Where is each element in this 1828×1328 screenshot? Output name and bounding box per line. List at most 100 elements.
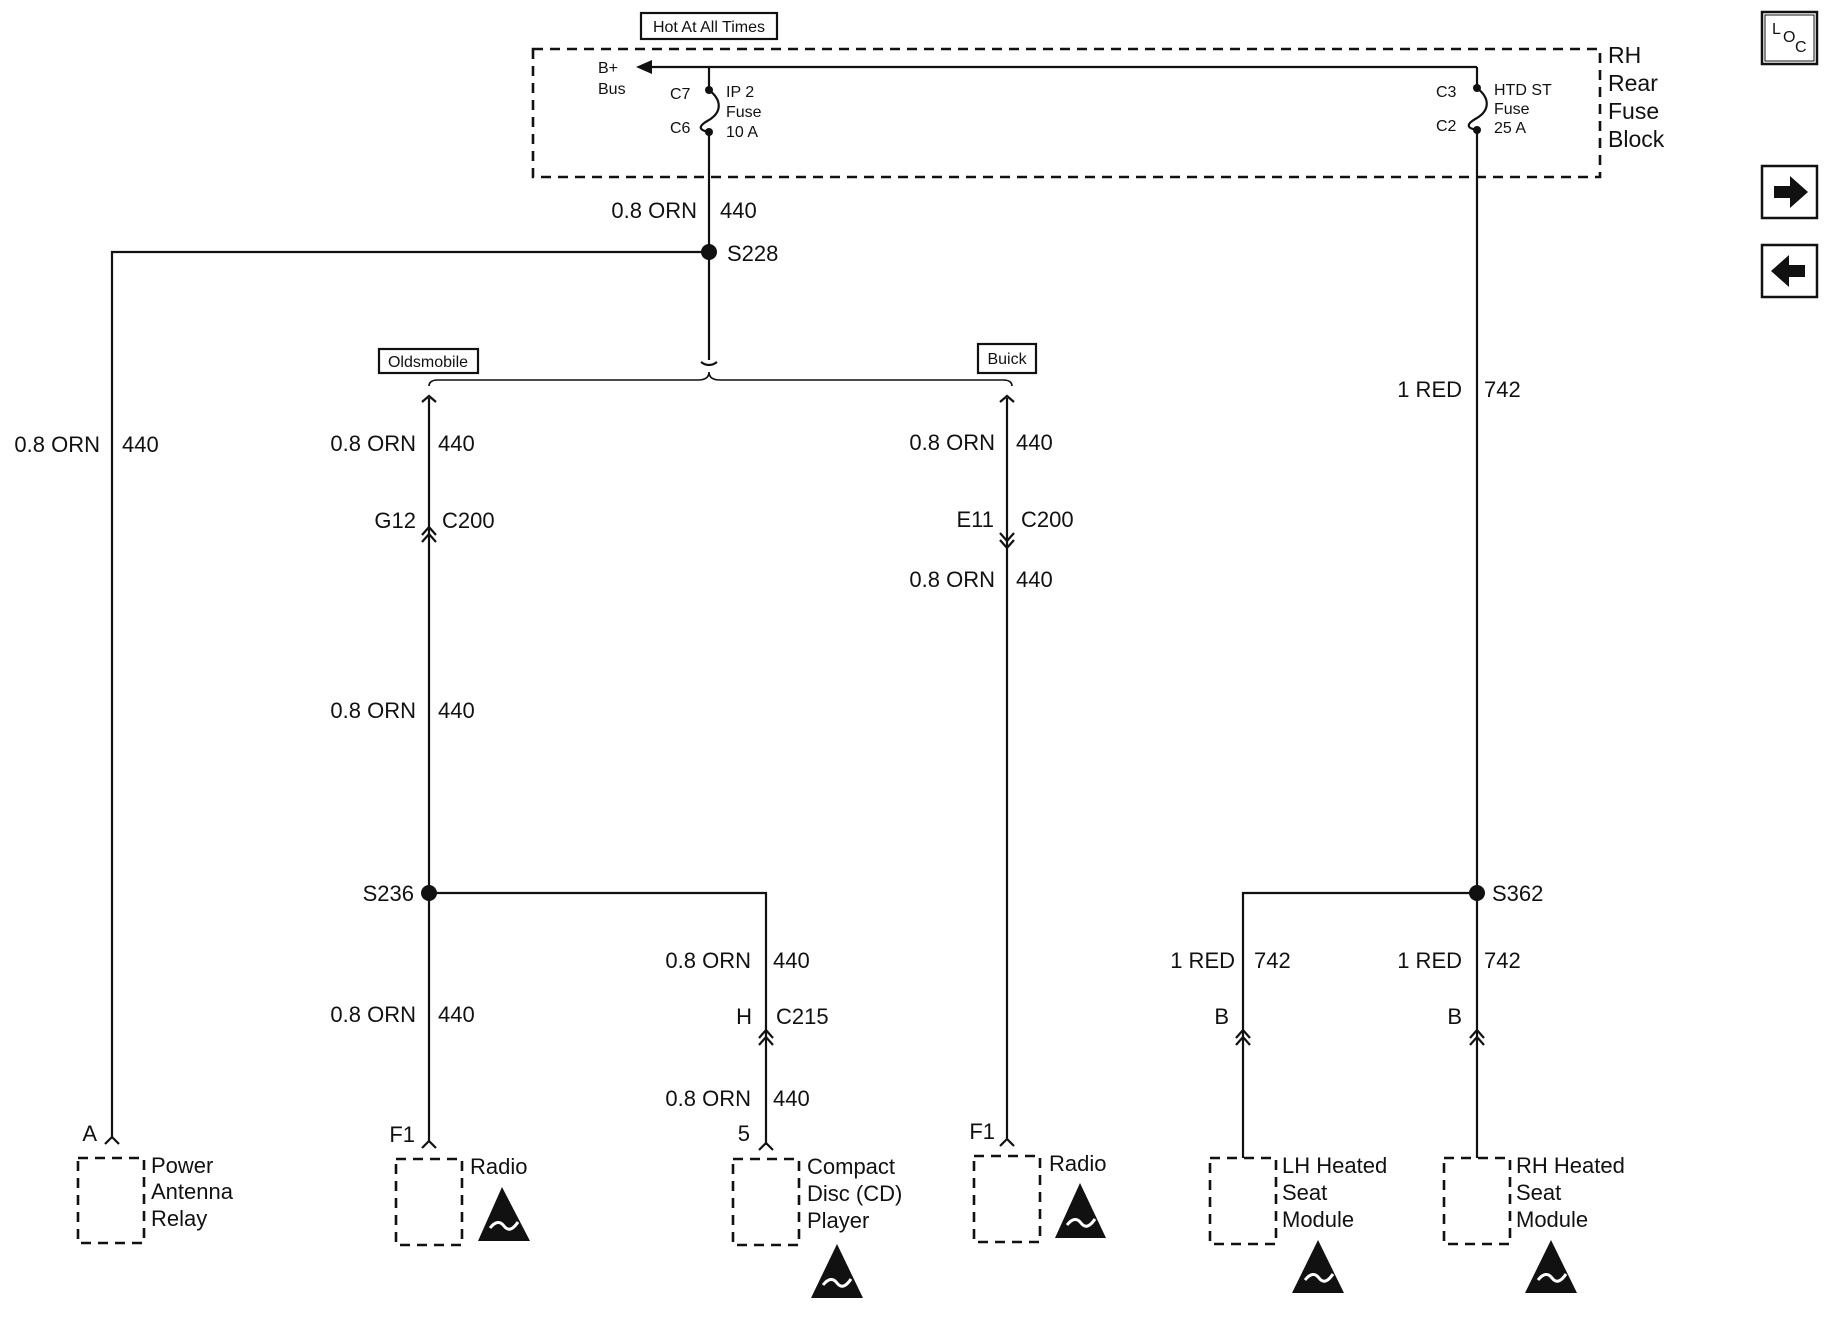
wire-to-lh-seat: [1241, 891, 1477, 1158]
svg-text:C7: C7: [670, 86, 691, 103]
circuit-number-label: 742: [1254, 948, 1291, 973]
esd-warning-icon: [1525, 1240, 1577, 1293]
circuit-number-label: 440: [122, 432, 159, 457]
svg-text:Fuse: Fuse: [1608, 98, 1659, 124]
wire-color-label: 0.8 ORN: [611, 198, 697, 223]
wire-color-label: 0.8 ORN: [909, 567, 995, 592]
circuit-number-label: 440: [1016, 567, 1053, 592]
forward-button[interactable]: [1760, 164, 1819, 220]
svg-text:Player: Player: [807, 1208, 869, 1233]
wire-color-label: 1 RED: [1397, 377, 1462, 402]
wire-color-label: 0.8 ORN: [330, 1002, 416, 1027]
loc-button[interactable]: L O C: [1760, 10, 1819, 66]
option-oldsmobile: Oldsmobile: [377, 347, 480, 375]
option-bracket: [428, 371, 1013, 387]
svg-text:Radio: Radio: [470, 1154, 527, 1179]
fuse-block-outline: [531, 47, 1602, 179]
svg-text:5: 5: [738, 1121, 750, 1146]
option-buick: Buick: [976, 342, 1038, 375]
component-cd-player: 5 Compact Disc (CD) Player: [731, 1121, 902, 1298]
svg-text:Fuse: Fuse: [726, 104, 762, 121]
component-power-antenna-relay: A Power Antenna Relay: [76, 1121, 234, 1245]
svg-text:O: O: [1783, 29, 1795, 46]
svg-text:Disc (CD): Disc (CD): [807, 1181, 902, 1206]
circuit-number-label: 440: [773, 948, 810, 973]
branch-end-cap-icon: [421, 394, 437, 403]
svg-text:B: B: [1214, 1004, 1229, 1029]
option-break-icon: [700, 361, 718, 367]
wire-color-label: 0.8 ORN: [330, 431, 416, 456]
svg-text:C2: C2: [1436, 118, 1457, 135]
component-lh-heated-seat-module: LH Heated Seat Module: [1208, 1153, 1387, 1293]
back-button[interactable]: [1760, 243, 1819, 299]
svg-text:Fuse: Fuse: [1494, 101, 1530, 118]
svg-text:H: H: [736, 1004, 752, 1029]
svg-text:F1: F1: [389, 1122, 415, 1147]
connector-c200-g12: G12 C200: [374, 508, 495, 543]
circuit-number-label: 440: [720, 198, 757, 223]
circuit-number-label: 440: [438, 1002, 475, 1027]
svg-text:B+: B+: [598, 60, 618, 77]
component-radio-buick: F1 Radio: [969, 1119, 1106, 1244]
wire-to-cd-player: [429, 891, 768, 1145]
component-radio-oldsmobile: F1 Radio: [389, 1122, 530, 1247]
wire-color-label: 0.8 ORN: [14, 432, 100, 457]
component-rh-heated-seat-module: RH Heated Seat Module: [1442, 1153, 1625, 1293]
esd-warning-icon: [1055, 1183, 1106, 1238]
svg-text:Rear: Rear: [1608, 70, 1658, 96]
svg-text:B: B: [1447, 1004, 1462, 1029]
svg-text:Block: Block: [1608, 126, 1665, 152]
svg-text:A: A: [82, 1121, 97, 1146]
esd-warning-icon: [478, 1187, 530, 1241]
svg-text:Compact: Compact: [807, 1154, 895, 1179]
svg-text:25 A: 25 A: [1494, 120, 1526, 137]
svg-text:Seat: Seat: [1282, 1180, 1327, 1205]
svg-text:C200: C200: [442, 508, 495, 533]
svg-text:Oldsmobile: Oldsmobile: [388, 354, 468, 371]
connector-c200-e11: E11 C200: [956, 507, 1074, 550]
wire-color-label: 1 RED: [1170, 948, 1235, 973]
svg-text:G12: G12: [374, 508, 416, 533]
circuit-number-label: 440: [438, 698, 475, 723]
wire-color-label: 1 RED: [1397, 948, 1462, 973]
svg-text:Buick: Buick: [987, 351, 1027, 368]
svg-text:LH Heated: LH Heated: [1282, 1153, 1387, 1178]
esd-warning-icon: [1292, 1240, 1344, 1293]
circuit-number-label: 440: [773, 1086, 810, 1111]
splice-s236-label: S236: [363, 881, 414, 906]
connector-lh-seat-b: B: [1214, 1004, 1251, 1046]
svg-text:Power: Power: [151, 1153, 213, 1178]
wire-to-power-antenna: [110, 250, 709, 1138]
esd-warning-icon: [811, 1244, 863, 1298]
wire-color-label: 0.8 ORN: [909, 430, 995, 455]
svg-text:F1: F1: [969, 1119, 995, 1144]
wire-color-label: 0.8 ORN: [330, 698, 416, 723]
svg-text:RH Heated: RH Heated: [1516, 1153, 1625, 1178]
svg-text:Module: Module: [1282, 1207, 1354, 1232]
fuse-block-name: RH Rear Fuse Block: [1608, 42, 1665, 152]
svg-text:L: L: [1772, 21, 1781, 38]
circuit-number-label: 440: [1016, 430, 1053, 455]
svg-text:HTD ST: HTD ST: [1494, 82, 1552, 99]
arrow-left-icon: [1771, 255, 1805, 287]
hot-at-all-times-label: Hot At All Times: [639, 11, 779, 41]
branch-end-cap-icon: [999, 394, 1015, 403]
wire-color-label: 0.8 ORN: [665, 1086, 751, 1111]
bus-arrow-icon: [636, 60, 652, 74]
ip2-fuse: C7 C6 IP 2 Fuse 10 A: [670, 67, 762, 177]
svg-text:RH: RH: [1608, 42, 1641, 68]
svg-text:Seat: Seat: [1516, 1180, 1561, 1205]
svg-text:Antenna: Antenna: [151, 1179, 234, 1204]
htd-st-fuse: C3 C2 HTD ST Fuse 25 A: [1436, 67, 1552, 177]
svg-text:C3: C3: [1436, 84, 1457, 101]
bus-label: B+ Bus: [598, 60, 626, 98]
circuit-number-label: 742: [1484, 948, 1521, 973]
splice-s362-label: S362: [1492, 881, 1543, 906]
svg-text:C6: C6: [670, 120, 691, 137]
svg-text:Hot At All Times: Hot At All Times: [653, 19, 765, 36]
svg-text:C: C: [1795, 39, 1807, 56]
connector-rh-seat-b: B: [1447, 1004, 1485, 1046]
svg-text:Radio: Radio: [1049, 1151, 1106, 1176]
svg-text:C215: C215: [776, 1004, 829, 1029]
